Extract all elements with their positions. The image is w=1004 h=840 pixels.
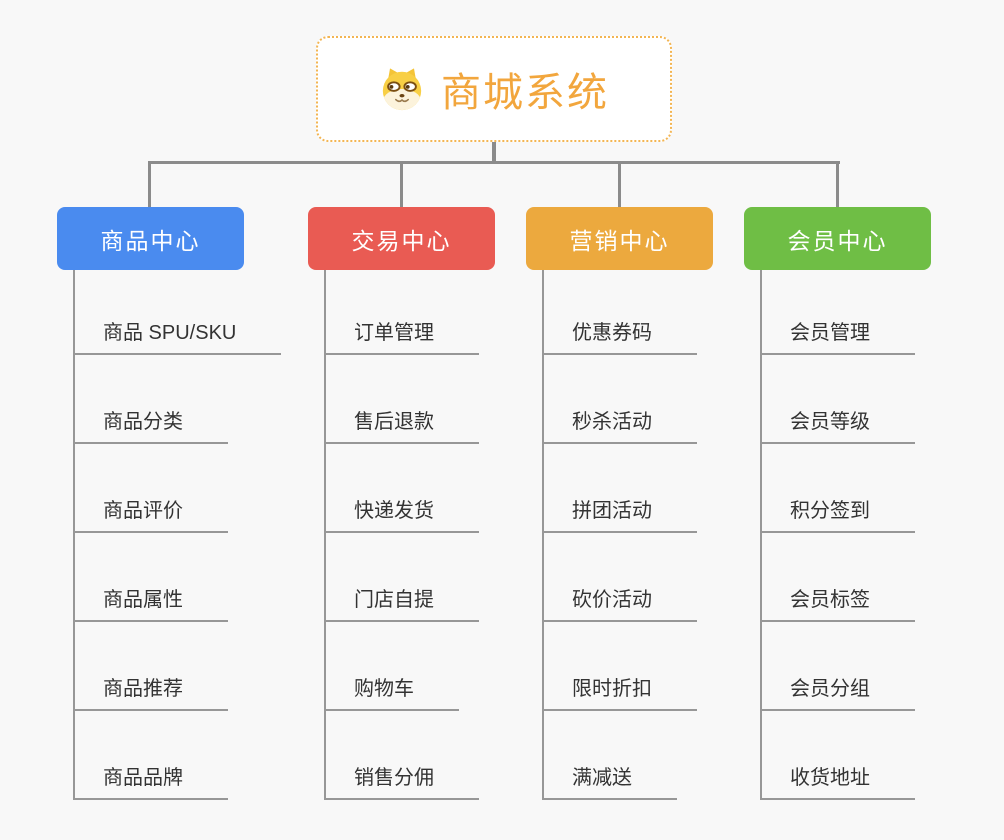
mindmap-item[interactable]: 会员等级 [760,355,915,444]
branch-box-members[interactable]: 会员中心 [744,207,931,270]
mindmap-item[interactable]: 收货地址 [760,711,915,800]
mindmap-item[interactable]: 商品品牌 [73,711,228,800]
branch-trade: 交易中心 订单管理 售后退款 快递发货 门店自提 购物车 销售分佣 [308,207,568,800]
mindmap-item[interactable]: 售后退款 [324,355,479,444]
mindmap-item[interactable]: 商品分类 [73,355,228,444]
branch-label: 营销中心 [569,227,670,254]
root-node[interactable]: 商城系统 [316,36,672,142]
mindmap-item[interactable]: 商品属性 [73,533,228,622]
connector-stub-products [148,161,151,208]
branch-items-trade: 订单管理 售后退款 快递发货 门店自提 购物车 销售分佣 [324,270,479,800]
mindmap-item[interactable]: 快递发货 [324,444,479,533]
branch-line-products [73,270,75,800]
root-title: 商城系统 [441,71,609,115]
mindmap-item[interactable]: 砍价活动 [542,533,697,622]
branch-marketing: 营销中心 优惠券码 秒杀活动 拼团活动 砍价活动 限时折扣 满减送 [526,207,786,800]
connector-horizontal [148,161,840,164]
branch-line-marketing [542,270,544,800]
mindmap-item[interactable]: 销售分佣 [324,711,479,800]
branch-box-trade[interactable]: 交易中心 [308,207,495,270]
mindmap-item[interactable]: 限时折扣 [542,622,697,711]
mindmap-item[interactable]: 优惠券码 [542,270,697,355]
branch-items-marketing: 优惠券码 秒杀活动 拼团活动 砍价活动 限时折扣 满减送 [542,270,697,800]
mindmap-item[interactable]: 购物车 [324,622,459,711]
mindmap-item[interactable]: 门店自提 [324,533,479,622]
branch-label: 商品中心 [100,227,201,254]
mindmap-item[interactable]: 满减送 [542,711,677,800]
branch-box-products[interactable]: 商品中心 [57,207,244,270]
branch-products: 商品中心 商品 SPU/SKU 商品分类 商品评价 商品属性 商品推荐 商品品牌 [57,207,317,800]
mindmap-item[interactable]: 商品推荐 [73,622,228,711]
branch-items-members: 会员管理 会员等级 积分签到 会员标签 会员分组 收货地址 [760,270,915,800]
mindmap-item[interactable]: 商品评价 [73,444,228,533]
branch-members: 会员中心 会员管理 会员等级 积分签到 会员标签 会员分组 收货地址 [744,207,1004,800]
connector-stub-members [836,161,839,208]
connector-stub-marketing [618,161,621,208]
doge-face-icon [382,68,422,111]
branch-items-products: 商品 SPU/SKU 商品分类 商品评价 商品属性 商品推荐 商品品牌 [73,270,282,800]
connector-root-stub [492,142,496,163]
mindmap-item[interactable]: 会员分组 [760,622,915,711]
mindmap-item[interactable]: 积分签到 [760,444,915,533]
branch-line-members [760,270,762,800]
branch-label: 交易中心 [351,227,452,254]
mindmap-item[interactable]: 秒杀活动 [542,355,697,444]
mindmap-item[interactable]: 会员管理 [760,270,915,355]
mindmap-item[interactable]: 商品 SPU/SKU [73,270,282,355]
mindmap-item[interactable]: 拼团活动 [542,444,697,533]
mindmap-item[interactable]: 订单管理 [324,270,479,355]
connector-stub-trade [400,161,403,208]
branch-box-marketing[interactable]: 营销中心 [526,207,713,270]
branch-label: 会员中心 [787,227,888,254]
mindmap-item[interactable]: 会员标签 [760,533,915,622]
branch-line-trade [324,270,326,800]
